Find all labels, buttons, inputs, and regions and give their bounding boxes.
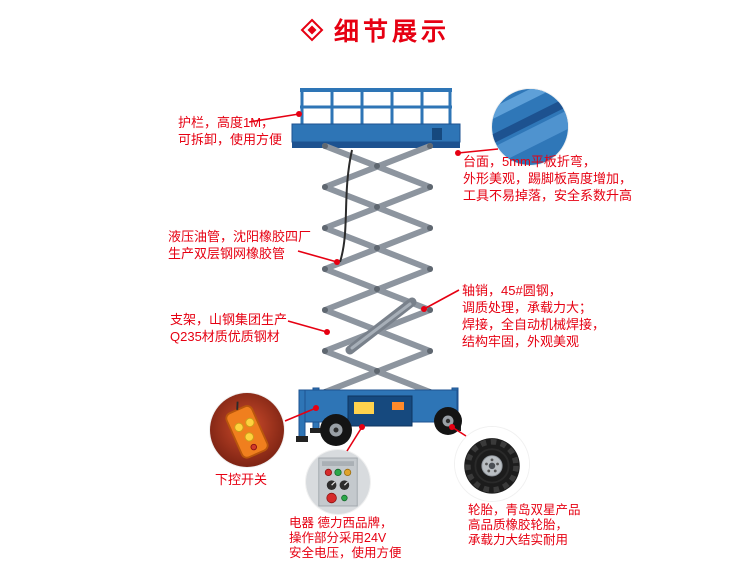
callout-line: 轮胎，青岛双星产品 [468, 503, 581, 517]
diamond-icon [300, 18, 324, 42]
callout-remote: 下控开关 [215, 471, 267, 488]
callout-line: 液压油管，沈阳橡胶四厂 [168, 229, 312, 244]
control-panel-photo [306, 450, 370, 514]
callout-electric: 电器 德力西品牌， 操作部分采用24V 安全电压，使用方便 [289, 516, 402, 561]
callout-line: 支架，山钢集团生产 [170, 312, 288, 327]
platform-detail-photo [492, 89, 568, 165]
hydraulic-cylinder [345, 297, 417, 355]
callout-line: 台面，5mm平板折弯， [463, 154, 596, 169]
chassis [304, 389, 458, 427]
callout-line: 轴销，45#圆钢， [462, 283, 562, 298]
callout-line: 高品质橡胶轮胎， [468, 518, 569, 532]
callout-line: 结构牢固，外观美观 [462, 334, 580, 349]
callout-line: 调质处理，承载力大； [462, 300, 593, 315]
guardrail [300, 88, 452, 126]
wheels [320, 407, 462, 446]
scissor-mechanism [322, 143, 433, 395]
callout-line: 可拆卸，使用方便 [178, 132, 283, 147]
platform-deck [291, 123, 461, 148]
callout-pin: 轴销，45#圆钢， 调质处理，承载力大； 焊接，全自动机械焊接， 结构牢固，外观… [462, 282, 605, 350]
callout-line: 生产双层钢网橡胶管 [168, 246, 286, 261]
callout-line: 护栏，高度1M， [178, 115, 275, 130]
callout-line: Q235材质优质钢材 [170, 329, 280, 344]
callout-frame: 支架，山钢集团生产 Q235材质优质钢材 [170, 311, 287, 345]
callout-guardrail: 护栏，高度1M， 可拆卸，使用方便 [178, 114, 282, 148]
hydraulic-hose [339, 149, 353, 263]
anchor-dots [296, 111, 461, 430]
callout-line: 安全电压，使用方便 [289, 546, 402, 560]
leader-lines [248, 113, 499, 452]
callout-line: 承载力大结实耐用 [468, 533, 569, 547]
scissor-pivots [322, 143, 433, 395]
callout-line: 焊接，全自动机械焊接， [462, 317, 606, 332]
page-title: 细节展示 [333, 18, 450, 46]
remote-control-photo [210, 393, 284, 467]
callout-line: 操作部分采用24V [289, 531, 387, 545]
callout-tire: 轮胎，青岛双星产品 高品质橡胶轮胎， 承载力大结实耐用 [468, 503, 581, 548]
callout-line: 工具不易掉落，安全系数升高 [463, 188, 633, 203]
tire-photo [455, 427, 529, 501]
callout-platform: 台面，5mm平板折弯， 外形美观，踢脚板高度增加， 工具不易掉落，安全系数升高 [463, 153, 632, 204]
page-header: 细节展示 [0, 12, 750, 48]
callout-line: 下控开关 [215, 472, 268, 487]
callout-line: 外形美观，踢脚板高度增加， [463, 171, 633, 186]
callout-line: 电器 德力西品牌， [289, 516, 393, 530]
callout-hose: 液压油管，沈阳橡胶四厂 生产双层钢网橡胶管 [168, 228, 311, 262]
